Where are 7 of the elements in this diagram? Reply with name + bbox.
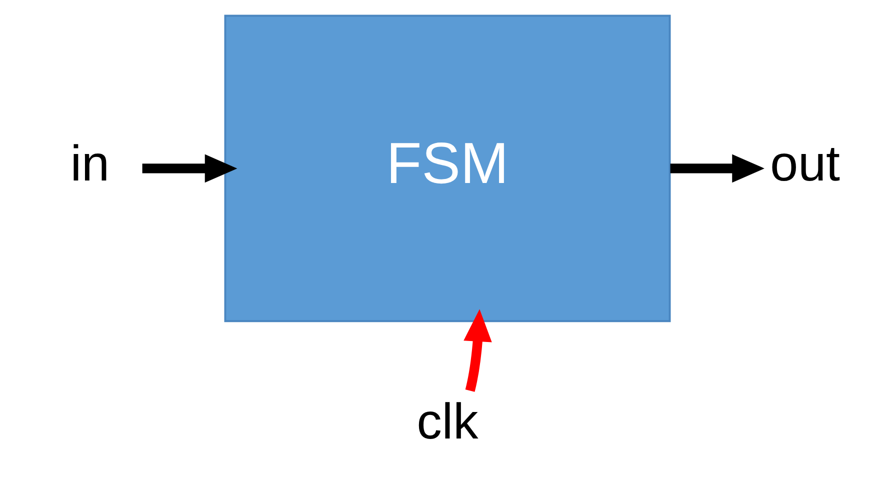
arrow: [463, 309, 492, 392]
node-text: clk: [416, 394, 478, 450]
arrow: [670, 154, 764, 183]
node-box: FSM: [224, 14, 670, 322]
arrow: [142, 154, 237, 183]
node-text: in: [70, 136, 109, 192]
node-text: out: [770, 136, 840, 192]
